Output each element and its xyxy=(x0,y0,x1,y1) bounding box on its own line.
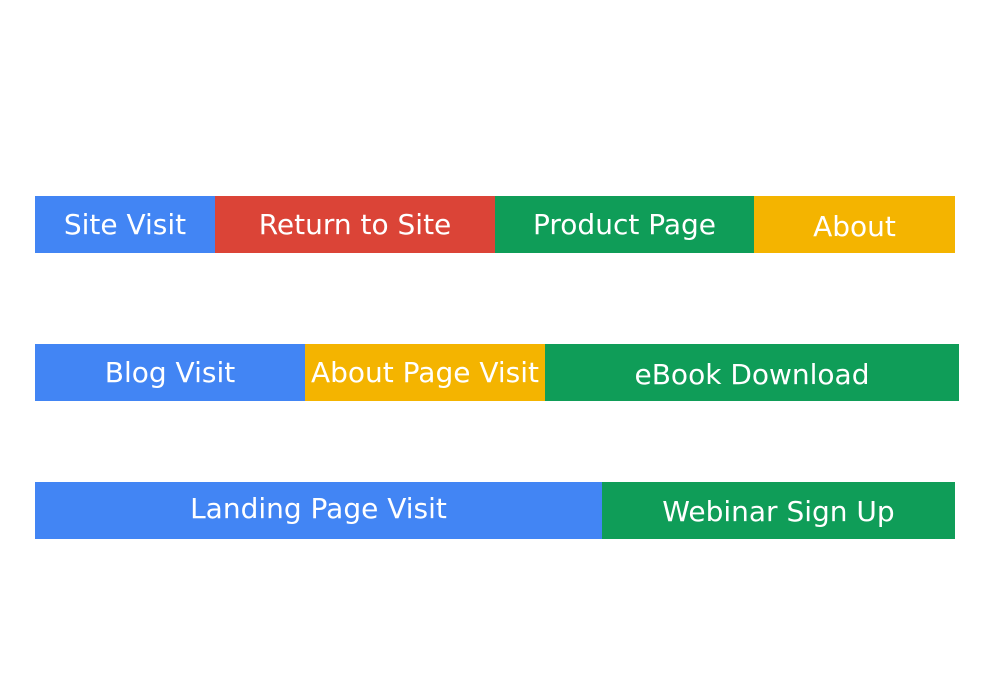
step-label: Webinar Sign Up xyxy=(662,495,895,528)
step-label: Product Page xyxy=(533,208,716,241)
path-step-ebook-download: eBook Download xyxy=(545,344,959,401)
step-label: About Page Visit xyxy=(310,356,540,389)
step-label: eBook Download xyxy=(634,358,870,391)
step-label: About xyxy=(813,210,896,243)
path-step-about-page-visit: About Page Visit xyxy=(305,344,545,401)
conversion-path-1: Site Visit Return to Site Product Page A… xyxy=(35,196,955,253)
path-step-landing-page-visit: Landing Page Visit xyxy=(35,482,602,539)
path-step-return-to-site: Return to Site xyxy=(215,196,495,253)
conversion-path-3: Landing Page Visit Webinar Sign Up xyxy=(35,482,955,539)
step-label: Blog Visit xyxy=(104,356,236,389)
path-step-site-visit: Site Visit xyxy=(35,196,215,253)
path-step-webinar-sign-up: Webinar Sign Up xyxy=(602,482,955,539)
conversion-path-2: Blog Visit About Page Visit eBook Downlo… xyxy=(35,344,959,401)
path-step-blog-visit: Blog Visit xyxy=(35,344,305,401)
path-step-about: About xyxy=(754,196,955,253)
step-label: Site Visit xyxy=(63,208,187,241)
step-label: Landing Page Visit xyxy=(190,492,447,525)
path-step-product-page: Product Page xyxy=(495,196,754,253)
step-label: Return to Site xyxy=(258,208,452,241)
